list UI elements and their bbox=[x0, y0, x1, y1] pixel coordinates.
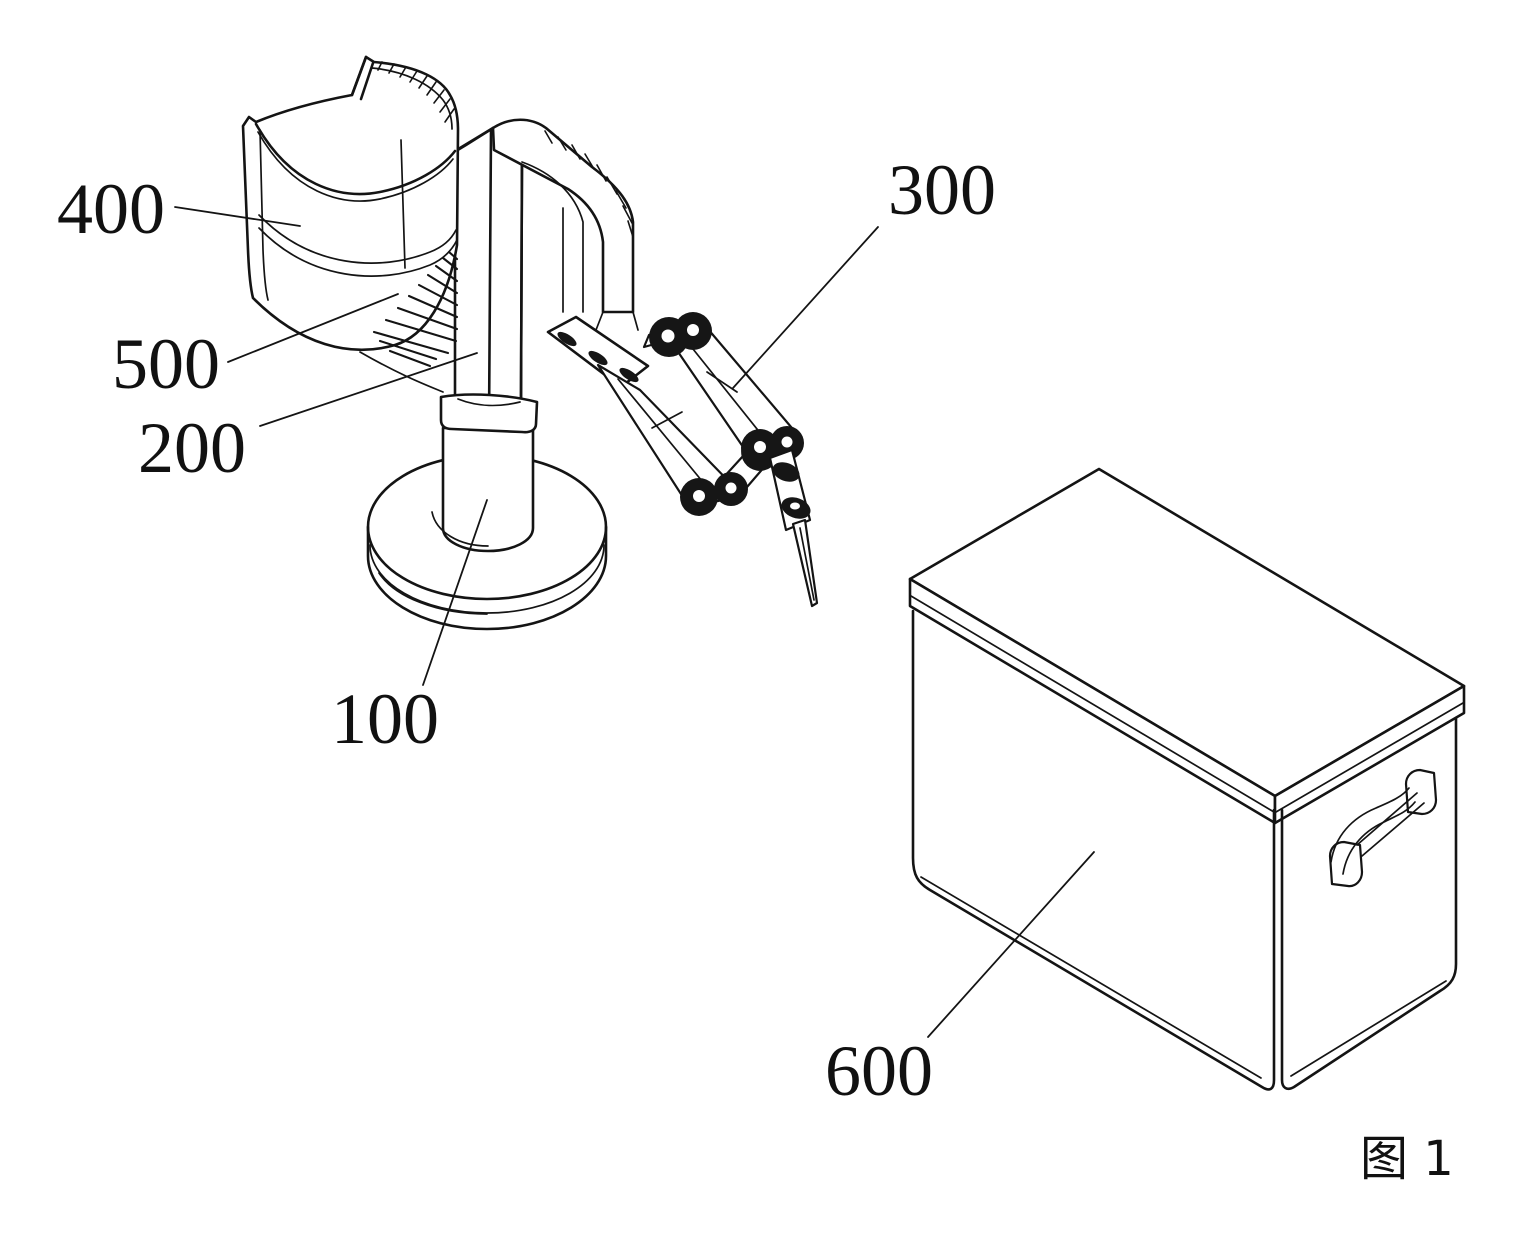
leader-line-400 bbox=[174, 206, 301, 227]
shell-top-shading bbox=[377, 61, 455, 123]
box-right-face bbox=[1280, 716, 1458, 1091]
shell-notch bbox=[350, 55, 375, 101]
label-400: 400 bbox=[57, 169, 165, 249]
leader-line-100 bbox=[422, 499, 488, 686]
box-front-face bbox=[911, 609, 1276, 1091]
base-disc-side bbox=[366, 525, 608, 631]
control-box bbox=[908, 467, 1466, 1091]
shell-body bbox=[241, 55, 460, 352]
label-100: 100 bbox=[331, 679, 439, 759]
box-handle bbox=[1328, 768, 1438, 888]
instrument-linkage bbox=[546, 312, 819, 608]
label-200: 200 bbox=[138, 408, 246, 488]
label-300: 300 bbox=[888, 150, 996, 230]
pedestal-cylinder bbox=[431, 426, 535, 553]
column bbox=[453, 126, 524, 426]
pedestal-collar-body bbox=[439, 393, 539, 434]
leader-line-600 bbox=[927, 851, 1095, 1038]
leader-line-500 bbox=[227, 293, 399, 363]
leader-line-300 bbox=[732, 226, 879, 389]
callout-labels: 400 500 200 100 300 600 bbox=[57, 150, 996, 1111]
support-arch bbox=[491, 118, 639, 331]
pedestal-cylinder-body bbox=[441, 426, 535, 553]
head-shell bbox=[241, 55, 460, 352]
cable-hatch-lines bbox=[372, 250, 459, 368]
cable-bundle bbox=[359, 250, 459, 393]
figure-caption: 图 1 bbox=[1360, 1131, 1454, 1187]
callout-leaders bbox=[174, 206, 1095, 1038]
cable-bundle-lower-edge bbox=[359, 351, 444, 393]
arch-band bbox=[491, 118, 635, 314]
arch-corner-shading bbox=[544, 130, 634, 238]
label-500: 500 bbox=[112, 324, 220, 404]
label-600: 600 bbox=[825, 1031, 933, 1111]
pedestal-collar bbox=[439, 393, 539, 434]
instrument-collar bbox=[772, 462, 800, 482]
leader-line-200 bbox=[259, 352, 478, 427]
